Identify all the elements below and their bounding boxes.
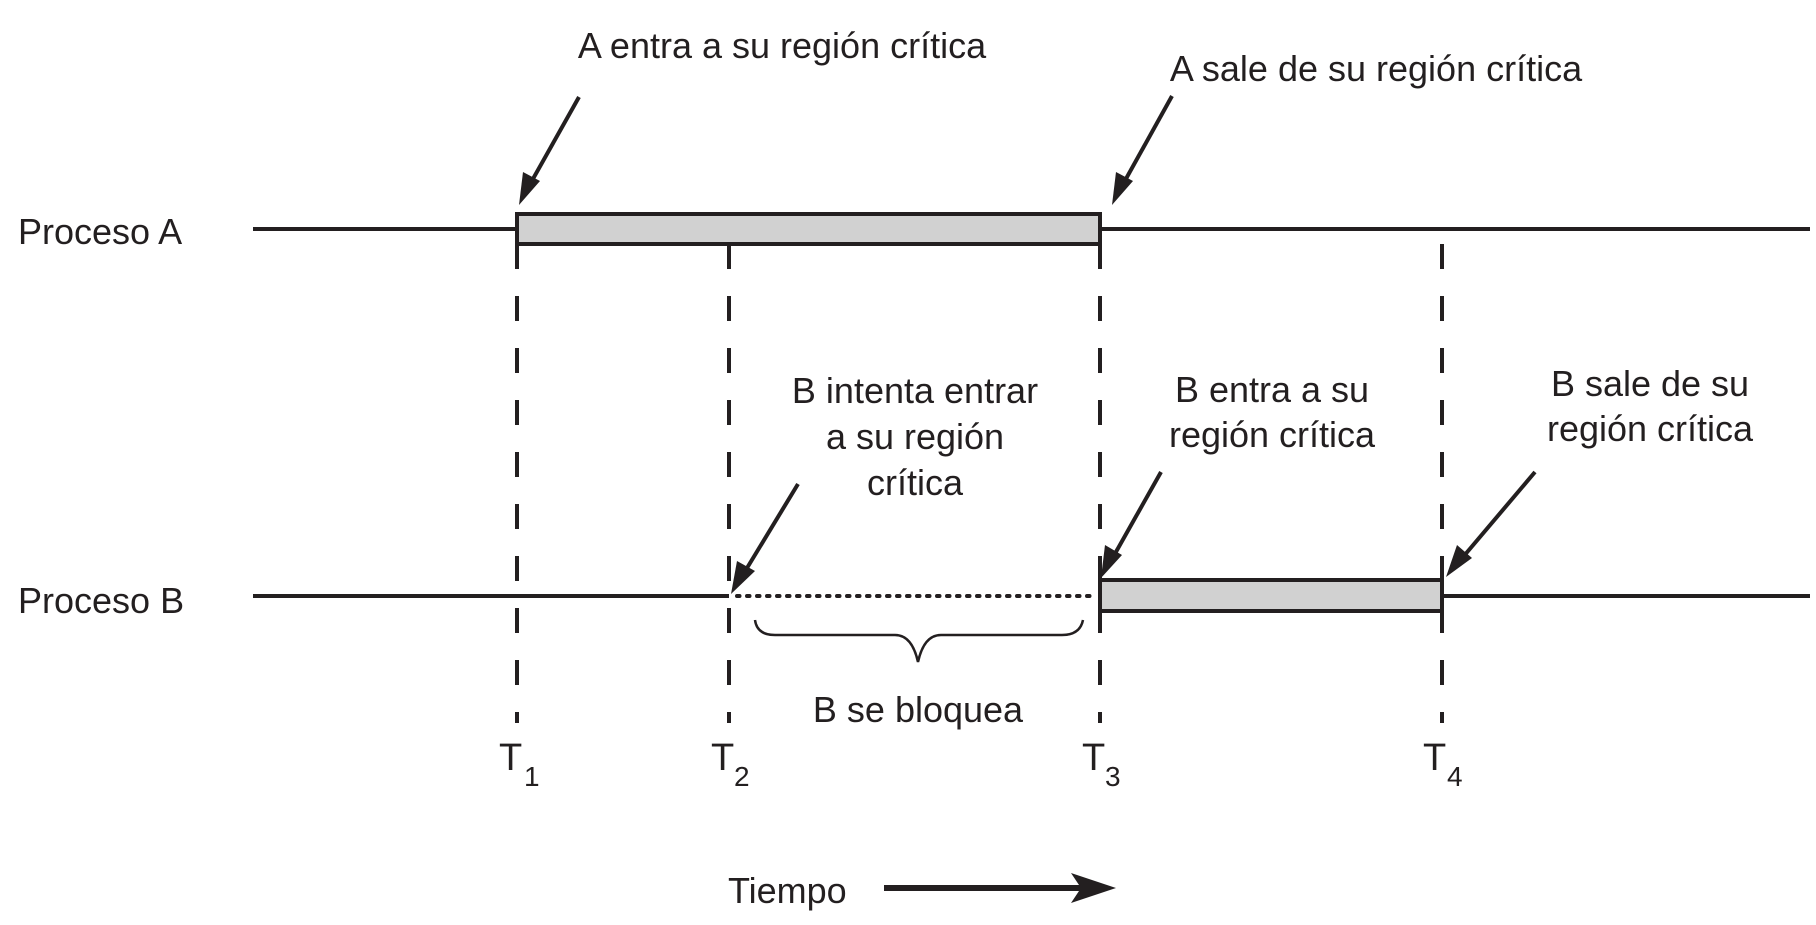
time-arrow-icon	[884, 873, 1116, 903]
annotation-b-enters-line: B entra a su	[1175, 369, 1369, 410]
annotation-b-exits-line: región crítica	[1547, 408, 1754, 449]
time-mark-letter: T	[1423, 737, 1446, 779]
blocked-interval-brace	[753, 619, 1085, 663]
annotation-b-enters-line: región crítica	[1169, 414, 1376, 455]
annotation-b-exits-line: B sale de su	[1551, 363, 1749, 404]
time-mark-index: 2	[734, 761, 750, 792]
annotation-a-enters: A entra a su región crítica	[578, 25, 987, 66]
annotation-b-blocks: B se bloquea	[813, 689, 1024, 730]
annotation-a-exits: A sale de su región crítica	[1170, 48, 1583, 89]
time-axis-label: Tiempo	[728, 870, 847, 911]
time-mark-t3: T 3	[1082, 737, 1121, 792]
arrow-a-exits-icon	[1112, 95, 1174, 205]
process-a-critical-region	[515, 212, 1102, 246]
annotation-b-exits: B sale de su región crítica	[1547, 363, 1754, 449]
time-mark-index: 4	[1447, 761, 1463, 792]
time-mark-letter: T	[1082, 737, 1105, 779]
arrow-b-exits-icon	[1446, 470, 1537, 577]
time-mark-t1: T 1	[499, 737, 540, 792]
process-b-label: Proceso B	[18, 580, 184, 621]
time-mark-letter: T	[499, 737, 522, 779]
process-b-critical-region	[1098, 578, 1444, 613]
arrow-a-enters-icon	[519, 96, 581, 205]
arrow-b-enters-icon	[1101, 471, 1163, 578]
time-mark-index: 1	[524, 761, 540, 792]
time-mark-t4: T 4	[1423, 737, 1463, 792]
annotation-b-tries-line: a su región	[826, 416, 1004, 457]
arrow-b-tries-icon	[731, 482, 800, 594]
annotation-b-tries-line: crítica	[867, 462, 964, 503]
time-guides	[515, 244, 1444, 723]
annotation-b-tries: B intenta entrar a su región crítica	[792, 370, 1038, 503]
time-mark-index: 3	[1105, 761, 1121, 792]
time-mark-letter: T	[711, 737, 734, 779]
annotation-b-enters: B entra a su región crítica	[1169, 369, 1376, 455]
annotation-b-tries-line: B intenta entrar	[792, 370, 1038, 411]
process-a-label: Proceso A	[18, 211, 182, 252]
time-mark-t2: T 2	[711, 737, 750, 792]
